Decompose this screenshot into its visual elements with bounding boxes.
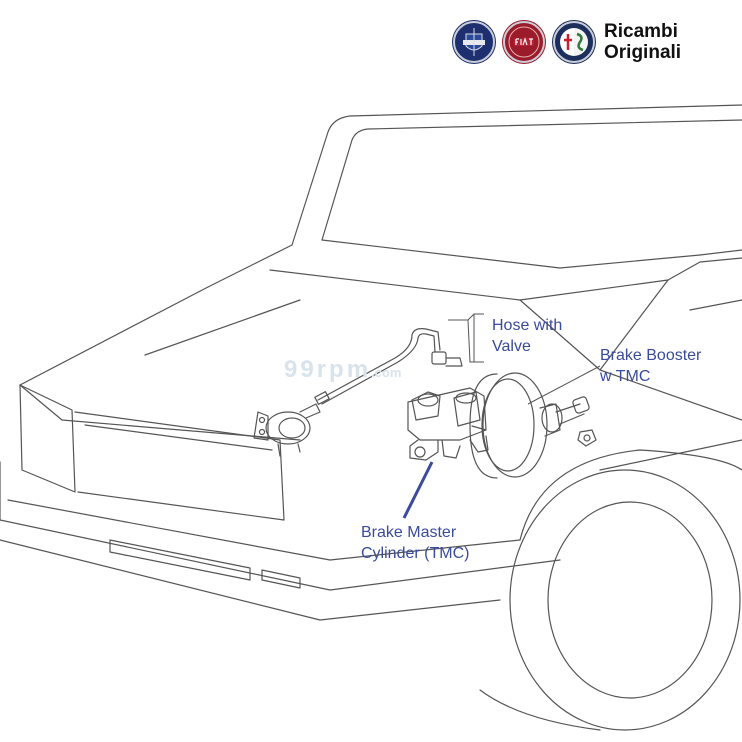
wheel-arch [519, 449, 742, 541]
bumper-slot-2 [261, 569, 301, 589]
hood-line [144, 299, 301, 356]
right-fender-line [599, 369, 742, 421]
hose-leader-line [448, 313, 484, 363]
clutch-component [253, 403, 321, 457]
side-body [599, 439, 742, 471]
watermark-main: 99rpm [284, 356, 372, 383]
cowl-line [321, 239, 701, 269]
lancia-logo-icon [452, 20, 496, 64]
bumper-slot [109, 539, 251, 581]
hood-front-edge [19, 384, 301, 441]
brand-text-line1: Ricambi [604, 21, 678, 42]
label-hose-with-valve: Hose with Valve [492, 315, 562, 357]
master-cylinder-pointer [402, 461, 434, 519]
alfa-romeo-logo-icon [552, 20, 596, 64]
label-booster-line2: w TMC [600, 368, 651, 385]
label-booster-line1: Brake Booster [600, 347, 702, 364]
booster-leader-line [527, 365, 601, 405]
brake-master-cylinder-part [407, 387, 489, 461]
lower-body [479, 689, 601, 731]
fiat-logo-icon [502, 20, 546, 64]
brand-text: Ricambi Originali [604, 21, 681, 63]
bumper-lower [7, 499, 521, 561]
label-brake-master-cylinder: Brake Master Cylinder (TMC) [361, 522, 469, 564]
front-tire-inner [547, 501, 713, 699]
hood-crease [269, 269, 669, 301]
windshield-inner [321, 119, 742, 241]
front-tire [509, 469, 741, 731]
roof-outline [291, 104, 742, 246]
right-door-line [689, 299, 742, 311]
bumper-bottom [0, 539, 501, 621]
label-brake-booster: Brake Booster w TMC [600, 345, 701, 387]
headlight-left [19, 384, 76, 493]
a-pillar [207, 244, 293, 288]
grille-inner [84, 424, 273, 451]
brake-booster-part [469, 372, 597, 479]
watermark: 99rpm.com [284, 356, 401, 384]
label-master-line2: Cylinder (TMC) [361, 545, 470, 562]
brand-header: Ricambi Originali [452, 16, 681, 68]
label-hose-line2: Valve [492, 338, 531, 355]
bumper-top [0, 461, 561, 591]
hood-top-edge [19, 286, 209, 386]
watermark-suffix: .com [371, 365, 402, 380]
label-master-line1: Brake Master [361, 524, 457, 541]
hose-with-valve-part [314, 328, 463, 405]
right-pillar [699, 249, 742, 256]
right-side-window [667, 257, 742, 281]
brand-text-line2: Originali [604, 42, 682, 63]
grille [74, 411, 285, 521]
label-hose-line1: Hose with [492, 317, 563, 334]
